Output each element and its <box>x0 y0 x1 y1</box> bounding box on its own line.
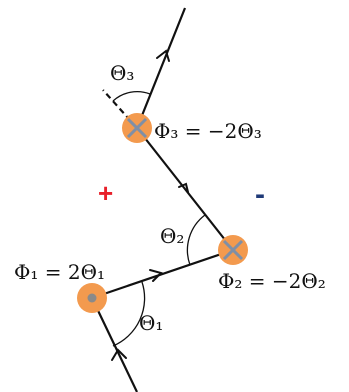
minus-sign: - <box>255 178 265 211</box>
node-2 <box>218 235 248 265</box>
cross-icon <box>126 117 148 139</box>
arc-theta3 <box>112 91 151 102</box>
arrowhead-icon <box>149 269 163 282</box>
theta1-label: Θ₁ <box>139 311 163 335</box>
arc-theta1 <box>112 281 146 347</box>
theta2-label: Θ₂ <box>160 224 184 248</box>
plus-sign: + <box>98 178 113 208</box>
segment-1-2 <box>91 248 234 300</box>
arrowhead-icon <box>178 182 189 193</box>
cross-icon <box>222 239 244 261</box>
dashed-extension <box>102 89 138 129</box>
segment-outgoing <box>135 7 187 129</box>
node-3-label: Φ₃ = −2Θ₃ <box>154 119 262 143</box>
arrowhead-icon <box>156 49 170 62</box>
ray-path <box>91 7 234 392</box>
arrowheads <box>111 49 189 361</box>
node-1-label: Φ₁ = 2Θ₁ <box>14 260 105 284</box>
dot-icon <box>87 293 97 303</box>
node-3 <box>122 113 152 143</box>
segment-2-3 <box>136 127 234 251</box>
arc-theta2 <box>186 214 206 266</box>
arrowhead-icon <box>111 348 127 361</box>
angle-arcs <box>112 91 206 347</box>
theta3-label: Θ₃ <box>110 61 134 85</box>
node-2-label: Φ₂ = −2Θ₂ <box>218 269 326 293</box>
node-1 <box>77 283 107 313</box>
